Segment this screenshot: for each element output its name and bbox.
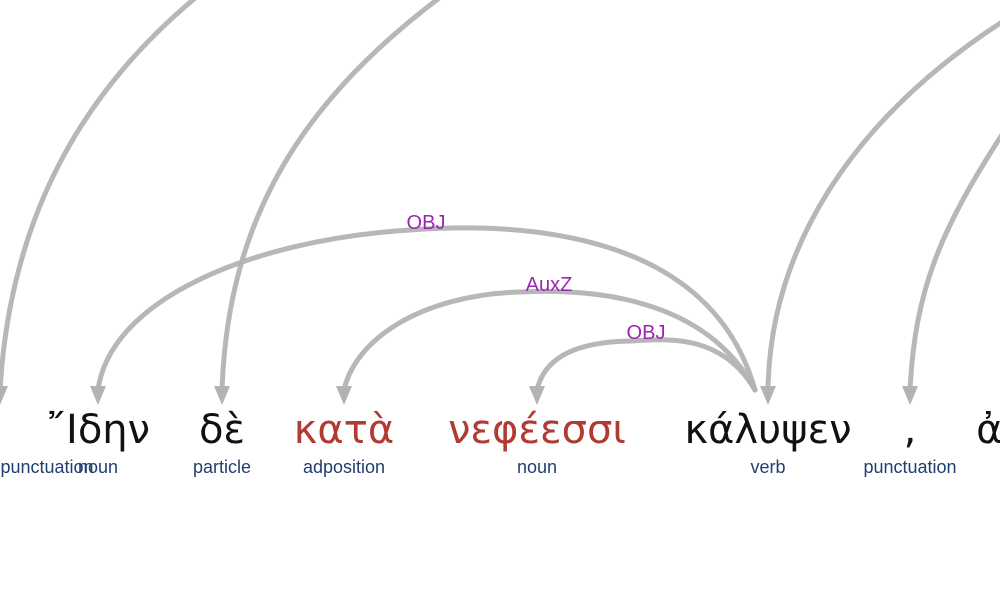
arc-obj-4 xyxy=(534,337,758,393)
token-word-6[interactable]: , xyxy=(904,407,917,453)
arrow-token-0 xyxy=(0,386,8,405)
arc-offscreen-5 xyxy=(765,20,1000,393)
pos-label-2: particle xyxy=(193,457,251,477)
arc-offscreen-6 xyxy=(907,133,1000,393)
pos-label-1: noun xyxy=(78,457,118,477)
relation-label-auxz-3: AuxZ xyxy=(526,274,573,296)
token-word-4[interactable]: νεφέεσσι xyxy=(448,407,626,453)
token-word-1[interactable]: ῎Ιδην xyxy=(46,407,150,453)
arc-offscreen-0 xyxy=(0,0,197,393)
token-word-2[interactable]: δὲ xyxy=(199,407,245,453)
pos-label-0: punctuation xyxy=(0,457,93,477)
token-word-7[interactable]: ἀσ xyxy=(976,407,1000,453)
arc-obj-1 xyxy=(95,225,758,393)
arrow-token-3 xyxy=(336,386,352,405)
pos-label-6: punctuation xyxy=(863,457,956,477)
arc-auxz-3 xyxy=(341,288,758,393)
pos-label-5: verb xyxy=(750,457,785,477)
token-word-3[interactable]: κατὰ xyxy=(294,407,394,453)
arrow-token-6 xyxy=(902,386,918,405)
pos-label-4: noun xyxy=(517,457,557,477)
relation-label-obj-1: OBJ xyxy=(407,212,446,234)
token-word-5[interactable]: κάλυψεν xyxy=(684,407,851,453)
arrow-token-4 xyxy=(529,386,545,405)
arrow-token-1 xyxy=(90,386,106,405)
arrow-token-5 xyxy=(760,386,776,405)
relation-label-obj-4: OBJ xyxy=(627,322,666,344)
pos-label-3: adposition xyxy=(303,457,385,477)
arrow-token-2 xyxy=(214,386,230,405)
arc-offscreen-2 xyxy=(219,0,441,393)
